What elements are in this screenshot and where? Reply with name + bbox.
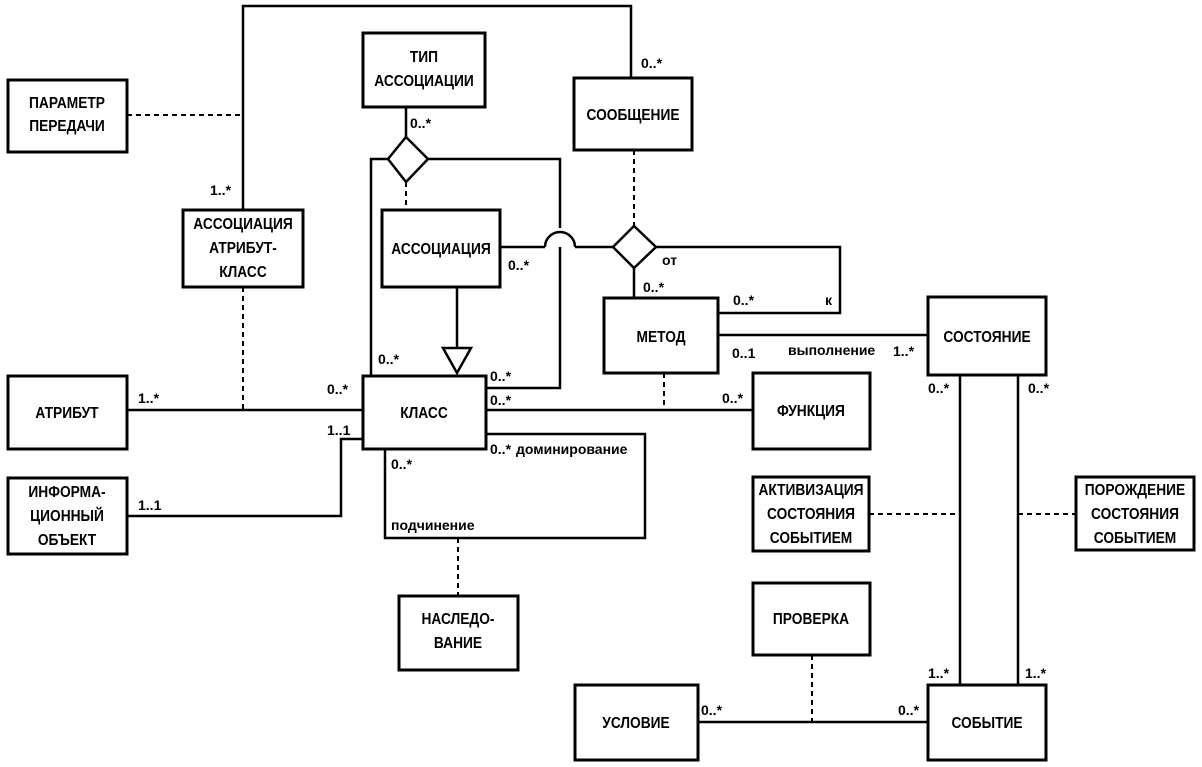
line-crossing-arc: [543, 230, 577, 248]
mult-class-left-bottom: 1..1: [327, 422, 351, 438]
mult-class-right-upper: 0..*: [490, 368, 512, 384]
mult-class-bottom: 0..*: [391, 456, 413, 472]
line-class-inheritance-loop: [383, 432, 647, 540]
box-information-object[interactable]: ИНФОРМА- ЦИОННЫЙ ОБЪЕКТ: [6, 476, 129, 556]
box-check[interactable]: ПРОВЕРКА: [751, 581, 872, 657]
mult-attribute: 1..*: [138, 390, 160, 406]
svg-text:ВАНИЕ: ВАНИЕ: [434, 634, 482, 652]
method-diamond: [611, 224, 658, 270]
box-message[interactable]: СООБЩЕНИЕ: [572, 76, 694, 152]
box-class[interactable]: КЛАСС: [361, 374, 488, 451]
box-function[interactable]: ФУНКЦИЯ: [751, 371, 872, 451]
mult-message-top: 0..*: [641, 55, 663, 71]
box-association[interactable]: АССОЦИАЦИЯ: [380, 208, 502, 289]
mult-association-right: 0..*: [508, 257, 530, 273]
box-state-activation[interactable]: АКТИВИЗАЦИЯ СОСТОЯНИЯ СОБЫТИЕМ: [751, 475, 871, 553]
role-dominirovanie: доминирование: [516, 441, 628, 457]
mult-class-left-top: 0..*: [327, 381, 349, 397]
svg-text:ПАРАМЕТР: ПАРАМЕТР: [29, 94, 105, 112]
svg-text:АССОЦИАЦИИ: АССОЦИАЦИИ: [374, 72, 473, 90]
svg-text:МЕТОД: МЕТОД: [637, 328, 686, 346]
svg-text:АССОЦИАЦИЯ: АССОЦИАЦИЯ: [391, 240, 490, 258]
role-vypolnenie: выполнение: [788, 342, 875, 358]
mult-state-bottom-left: 0..*: [928, 380, 950, 396]
line-diamond-right-class: [428, 157, 562, 228]
mult-class-domination: 0..*: [490, 441, 512, 457]
svg-text:КЛАСС: КЛАСС: [219, 263, 267, 281]
mult-function: 0..*: [722, 390, 744, 406]
svg-text:ОБЪЕКТ: ОБЪЕКТ: [38, 531, 96, 549]
svg-text:СОСТОЯНИЯ: СОСТОЯНИЯ: [1091, 505, 1179, 523]
box-association-type[interactable]: ТИП АССОЦИАЦИИ: [361, 31, 487, 109]
mult-state-bottom-right: 0..*: [1028, 380, 1050, 396]
mult-class-right-lower: 0..*: [490, 392, 512, 408]
line-infoobj-class: [127, 437, 363, 518]
mult-condition: 0..*: [701, 702, 723, 718]
line-message-assoc-attr: [241, 4, 633, 210]
box-inheritance[interactable]: НАСЛЕДО- ВАНИЕ: [397, 594, 520, 672]
svg-text:АТРИБУТ: АТРИБУТ: [35, 404, 98, 422]
mult-info-object: 1..1: [138, 497, 162, 513]
box-event[interactable]: СОБЫТИЕ: [926, 683, 1048, 762]
mult-class-top-left: 0..*: [378, 351, 400, 367]
svg-text:ТИП: ТИП: [410, 48, 438, 66]
svg-text:НАСЛЕДО-: НАСЛЕДО-: [422, 610, 495, 628]
role-k: к: [825, 292, 833, 308]
svg-text:СОСТОЯНИЯ: СОСТОЯНИЯ: [767, 505, 855, 523]
role-podchinenie: подчинение: [391, 517, 475, 533]
association-type-diamond: [386, 135, 430, 184]
svg-text:ФУНКЦИЯ: ФУНКЦИЯ: [777, 402, 845, 420]
box-condition[interactable]: УСЛОВИЕ: [573, 683, 700, 762]
mult-type-bottom: 0..*: [410, 115, 432, 131]
mult-method-k: 0..*: [733, 292, 755, 308]
svg-text:СООБЩЕНИЕ: СООБЩЕНИЕ: [587, 106, 680, 124]
mult-event-top-right: 1..*: [1025, 665, 1047, 681]
svg-text:АССОЦИАЦИЯ: АССОЦИАЦИЯ: [193, 215, 292, 233]
svg-text:ПЕРЕДАЧИ: ПЕРЕДАЧИ: [29, 117, 105, 135]
box-method[interactable]: МЕТОД: [602, 296, 720, 375]
svg-text:КЛАСС: КЛАСС: [400, 404, 448, 422]
generalization-triangle: [440, 346, 474, 376]
mult-event-top-left: 1..*: [928, 665, 950, 681]
svg-text:СОБЫТИЕМ: СОБЫТИЕМ: [770, 529, 853, 547]
svg-text:ПОРОЖДЕНИЕ: ПОРОЖДЕНИЕ: [1085, 481, 1185, 499]
svg-text:ЦИОННЫЙ: ЦИОННЫЙ: [30, 506, 104, 525]
role-ot: от: [662, 252, 677, 268]
line-method-loop: [656, 245, 842, 315]
box-state[interactable]: СОСТОЯНИЕ: [926, 295, 1048, 377]
mult-method-bottom: 0..1: [732, 345, 756, 361]
svg-text:ИНФОРМА-: ИНФОРМА-: [28, 483, 105, 501]
line-right-to-class: [486, 247, 562, 390]
line-diamond-left-class: [369, 157, 388, 376]
svg-text:СОБЫТИЕМ: СОБЫТИЕМ: [1094, 529, 1177, 547]
mult-method-top: 0..*: [643, 279, 665, 295]
box-state-generation[interactable]: ПОРОЖДЕНИЕ СОСТОЯНИЯ СОБЫТИЕМ: [1074, 475, 1196, 552]
svg-text:СОСТОЯНИЕ: СОСТОЯНИЕ: [943, 328, 1030, 346]
svg-text:СОБЫТИЕ: СОБЫТИЕ: [951, 714, 1022, 732]
box-association-attribute-class[interactable]: АССОЦИАЦИЯ АТРИБУТ- КЛАСС: [181, 208, 305, 289]
svg-text:ПРОВЕРКА: ПРОВЕРКА: [773, 610, 849, 628]
mult-assoc-attr-top: 1..*: [210, 182, 232, 198]
svg-text:УСЛОВИЕ: УСЛОВИЕ: [602, 714, 669, 732]
svg-text:АТРИБУТ-: АТРИБУТ-: [209, 239, 277, 257]
mult-event-left: 0..*: [898, 702, 920, 718]
svg-text:АКТИВИЗАЦИЯ: АКТИВИЗАЦИЯ: [758, 481, 863, 499]
box-parametr[interactable]: ПАРАМЕТР ПЕРЕДАЧИ: [6, 78, 129, 154]
mult-state-left: 1..*: [893, 343, 915, 359]
box-attribute[interactable]: АТРИБУТ: [6, 374, 129, 451]
